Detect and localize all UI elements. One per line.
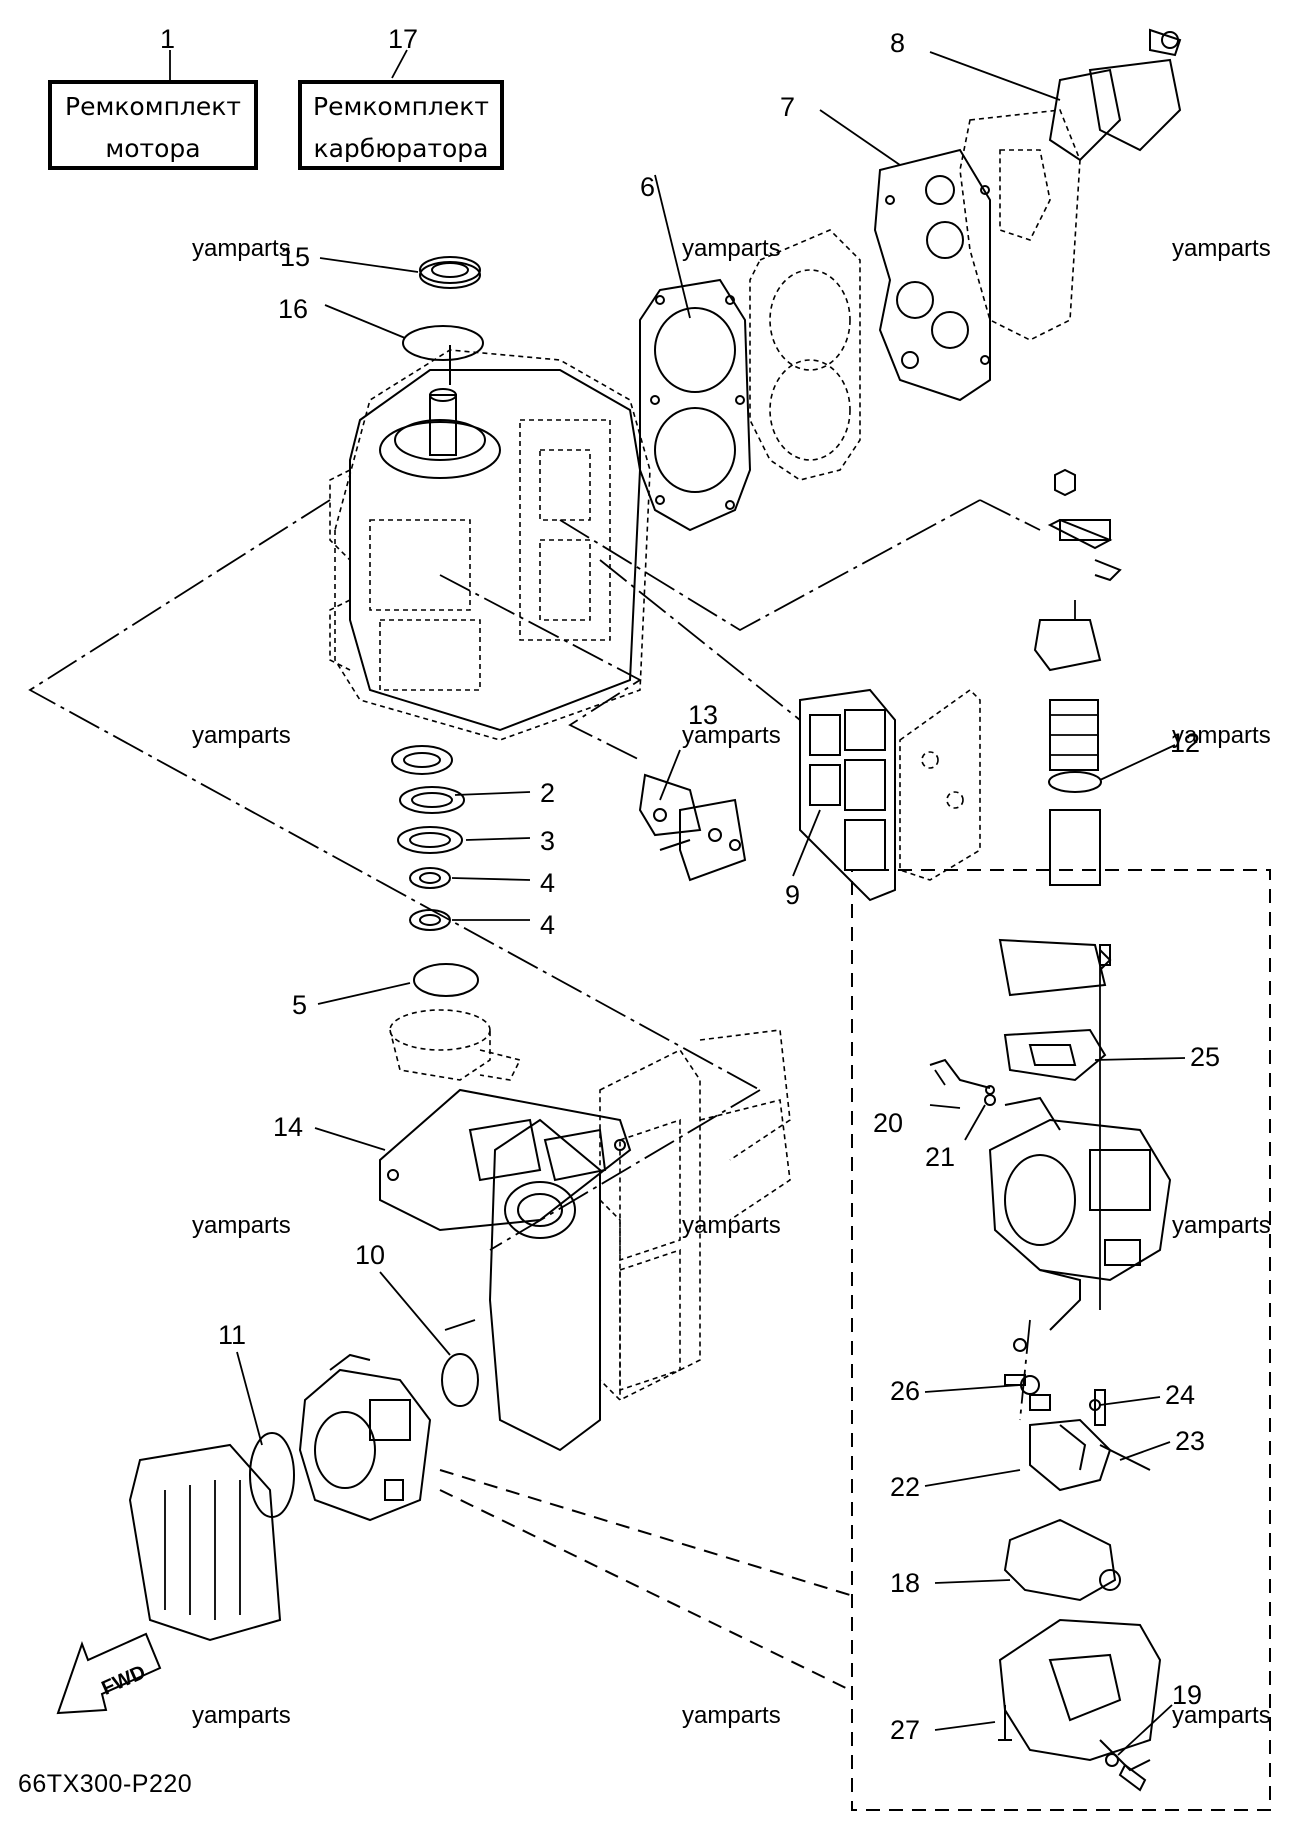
callout-25: 25	[1190, 1042, 1221, 1072]
leader-dashed	[439, 1469, 851, 1596]
callout-13: 13	[688, 700, 719, 730]
callout-10: 10	[355, 1240, 386, 1270]
callout-14: 14	[273, 1112, 304, 1142]
leader-lines	[169, 49, 1186, 1756]
head-gasket-6	[639, 278, 752, 532]
o-ring-21	[984, 1094, 996, 1106]
gasket-9	[799, 688, 896, 902]
drain-screw	[1118, 1763, 1147, 1792]
watermark: yamparts	[192, 722, 291, 749]
seal-15	[419, 256, 481, 289]
watermark: yamparts	[192, 235, 291, 262]
callout-26: 26	[890, 1376, 921, 1406]
callout-5: 5	[292, 990, 308, 1020]
carburetor-repair-kit-box: Ремкомплект карбюратора	[298, 80, 504, 170]
watermark: yamparts	[682, 1212, 781, 1239]
o-ring-10	[441, 1353, 479, 1407]
callout-2: 2	[540, 778, 556, 808]
callout-15: 15	[280, 242, 311, 272]
callout-23: 23	[1175, 1426, 1206, 1456]
leader-dashed-2	[439, 1489, 851, 1691]
engine-kit-line2: мотора	[105, 134, 201, 163]
callout-21: 21	[925, 1142, 956, 1172]
watermark: yamparts	[1172, 235, 1271, 262]
watermark: yamparts	[1172, 722, 1271, 749]
carburetor-body	[988, 1096, 1172, 1282]
o-ring-16	[402, 325, 484, 361]
screw-27	[998, 1705, 1012, 1741]
float-22	[1029, 1418, 1112, 1492]
watermark: yamparts	[1172, 1702, 1271, 1729]
assembly-lines	[28, 499, 1041, 1421]
o-ring-19	[1105, 1753, 1119, 1767]
watermark: yamparts	[682, 1702, 781, 1729]
head-cover	[959, 28, 1182, 341]
reed-plate	[899, 688, 981, 881]
float-chamber-gasket-18	[1003, 1518, 1121, 1602]
carburetor-left	[298, 1353, 432, 1522]
cylinder-head	[749, 229, 861, 481]
float-chamber	[998, 1618, 1162, 1772]
watermark: yamparts	[682, 235, 781, 262]
callout-27: 27	[890, 1715, 921, 1745]
callout-24: 24	[1165, 1380, 1196, 1410]
callout-20: 20	[873, 1108, 904, 1138]
callout-18: 18	[890, 1568, 921, 1598]
engine-repair-kit-box: Ремкомплект мотора	[48, 80, 258, 170]
fwd-arrow: FWD	[56, 1632, 162, 1715]
callout-3: 3	[540, 826, 556, 856]
carb-kit-line2: карбюратора	[313, 134, 489, 163]
adjust-screw-20	[929, 1058, 995, 1095]
engine-block	[329, 345, 651, 741]
callout-4b: 4	[540, 910, 556, 940]
fuel-pump	[638, 773, 747, 882]
kit-number-1: 1	[160, 24, 176, 54]
kit-number-17: 17	[388, 24, 419, 54]
carb-kit-line1: Ремкомплект	[313, 92, 489, 121]
reed-valve-assembly	[599, 1029, 791, 1401]
drawing-code: 66TX300-P220	[18, 1770, 193, 1798]
engine-kit-line1: Ремкомплект	[65, 92, 241, 121]
callout-19: 19	[1172, 1680, 1203, 1710]
fwd-label: FWD	[98, 1661, 149, 1700]
callout-12: 12	[1170, 728, 1201, 758]
plug-26	[1020, 1375, 1040, 1395]
callout-4a: 4	[540, 868, 556, 898]
gasket-14	[379, 1088, 632, 1232]
lower-casing	[389, 1009, 522, 1081]
callout-6: 6	[640, 172, 656, 202]
callout-9: 9	[785, 880, 801, 910]
carburetor-kit-frame	[851, 869, 1271, 1811]
carb-cover	[998, 938, 1112, 997]
float-pin-assembly	[1004, 950, 1106, 1426]
callout-11: 11	[218, 1320, 247, 1350]
fuel-filter-assembly	[1033, 468, 1122, 886]
callout-7: 7	[780, 92, 796, 122]
intake-manifold	[488, 1118, 621, 1452]
watermark: yamparts	[192, 1702, 291, 1729]
callout-22: 22	[890, 1472, 921, 1502]
callout-8: 8	[890, 28, 906, 58]
watermark: yamparts	[682, 722, 781, 749]
diaphragm-25	[1003, 1028, 1107, 1082]
silencer	[128, 1443, 282, 1642]
watermark: yamparts	[192, 1212, 291, 1239]
callout-16: 16	[278, 294, 309, 324]
watermark: yamparts	[1172, 1212, 1271, 1239]
cover-gasket-7	[873, 148, 991, 402]
seal-stack	[391, 745, 479, 997]
